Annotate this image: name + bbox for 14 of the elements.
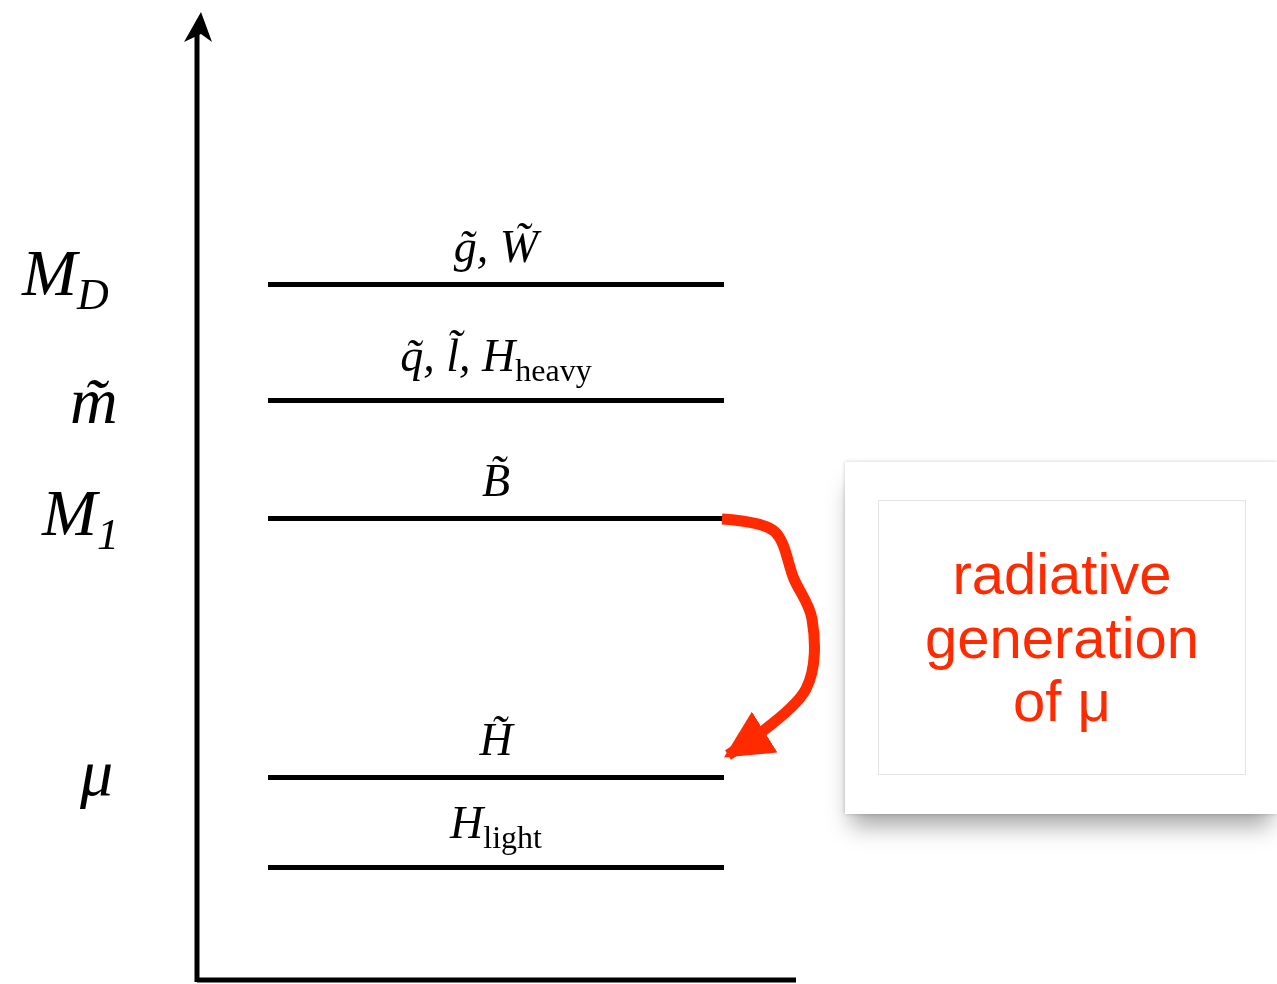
energy-level bbox=[268, 456, 724, 521]
level-label: H$_{light}$ bbox=[450, 799, 542, 857]
scale-label: M$_{D}$ bbox=[22, 240, 109, 318]
note-text: radiative generation of μ bbox=[923, 541, 1201, 734]
note-box bbox=[878, 500, 1246, 775]
scale-label: m̃ bbox=[70, 368, 118, 434]
level-label: B̃ bbox=[481, 458, 511, 508]
energy-level bbox=[268, 805, 724, 870]
energy-level bbox=[268, 715, 724, 780]
energy-level bbox=[268, 222, 724, 287]
level-label: q̃, l̃, H$_{heavy}$ bbox=[400, 332, 592, 390]
scale-label: M$_{1}$ bbox=[42, 480, 119, 558]
arrow bbox=[721, 513, 820, 760]
level-label: H̃ bbox=[479, 717, 513, 767]
